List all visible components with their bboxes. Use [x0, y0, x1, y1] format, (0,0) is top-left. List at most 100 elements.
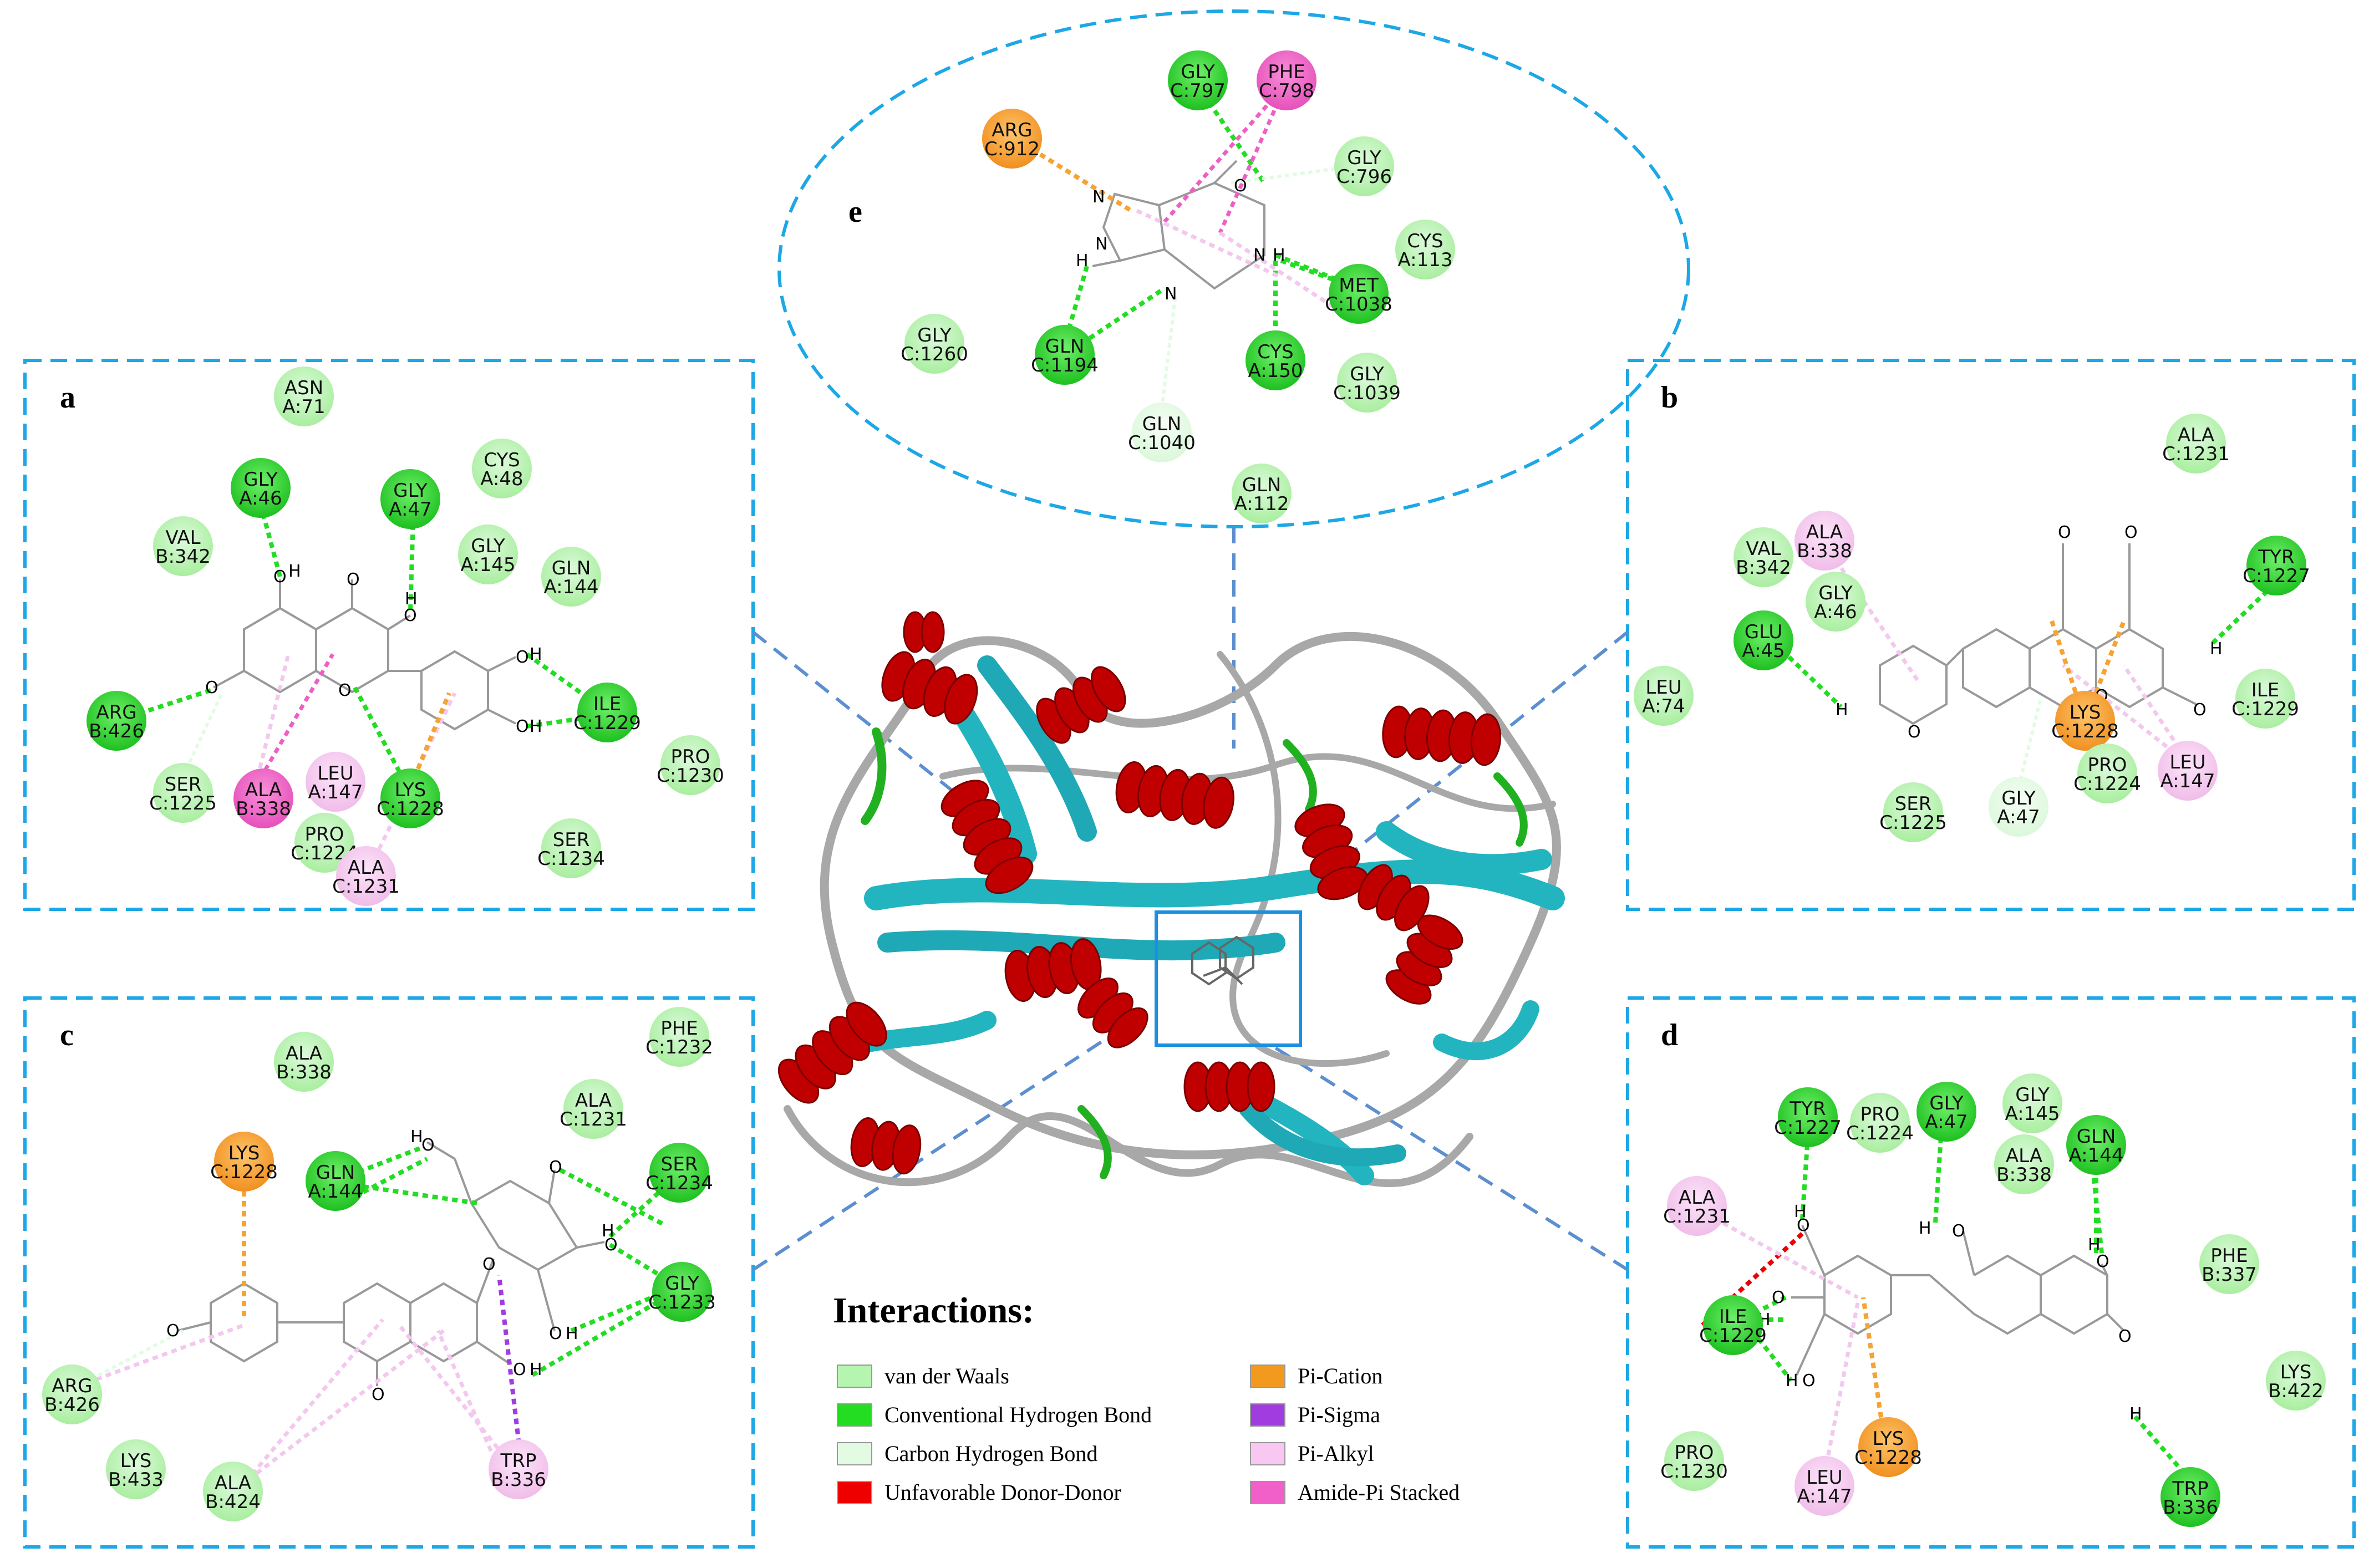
residue-id: A:113 [1397, 249, 1452, 271]
residue-name: CYS [1407, 230, 1443, 252]
atom-label: H [2129, 1404, 2142, 1424]
atom-label: O [2193, 700, 2207, 720]
residue-id: B:422 [2268, 1380, 2324, 1402]
legend-swatch [837, 1442, 872, 1465]
residue-id: C:1227 [1774, 1117, 1842, 1139]
residue-disc [1168, 50, 1228, 110]
residue-disc [274, 366, 334, 426]
residue-disc [2246, 536, 2306, 595]
residue-disc [1734, 527, 1793, 587]
connector-lines [752, 527, 1629, 1271]
residue-id: B:424 [205, 1491, 261, 1513]
atom-label: O [205, 678, 218, 698]
residue-id: A:71 [282, 396, 325, 418]
residue-id: B:426 [89, 720, 144, 742]
residue-id: B:342 [1736, 557, 1791, 579]
residue-name: GLN [2077, 1126, 2116, 1148]
residue-name: VAL [165, 527, 200, 549]
residue-id: C:1229 [1699, 1325, 1767, 1347]
atom-label: H [2088, 1235, 2101, 1255]
atom-label: H [602, 1221, 614, 1241]
residue-disc [380, 469, 440, 529]
residue-name: SER [165, 773, 202, 796]
residue-disc [2055, 691, 2115, 751]
residue-disc [577, 683, 637, 742]
residue-name: GLY [1350, 363, 1384, 385]
residue-disc [652, 1262, 712, 1322]
residue-disc [1703, 1295, 1763, 1355]
residue-id: C:1260 [901, 343, 968, 365]
residue-name: GLU [1745, 621, 1782, 643]
panel-e-label: e [848, 195, 862, 229]
residue-name: GLY [1181, 61, 1215, 83]
residue-disc [458, 525, 518, 584]
residue-disc [2235, 669, 2295, 729]
residue-name: ILE [1719, 1306, 1747, 1328]
atom-label: O [513, 1360, 526, 1379]
residue-name: ALA [348, 857, 384, 879]
residue-id: A:47 [1925, 1111, 1968, 1133]
residue-id: A:74 [1642, 695, 1685, 717]
residue-name: LYS [120, 1450, 152, 1472]
residue-disc [87, 691, 146, 751]
residue-disc [1795, 511, 1854, 571]
residue-id: A:147 [1797, 1485, 1852, 1508]
legend-label: Pi-Sigma [1298, 1402, 1380, 1427]
residue-disc [1806, 572, 1865, 632]
atom-label: H [288, 562, 301, 581]
residue-name: GLY [393, 480, 428, 502]
residue-name: LYS [2280, 1361, 2312, 1383]
residue-id: C:1230 [657, 765, 724, 787]
legend-item: Conventional Hydrogen Bond [837, 1402, 1152, 1427]
legend-label: Pi-Cation [1298, 1363, 1382, 1388]
residue-name: GLN [316, 1162, 355, 1184]
residue-disc [472, 439, 532, 498]
residue-id: C:1228 [377, 798, 444, 820]
atom-label: O [347, 570, 360, 589]
atom-label: O [404, 606, 417, 625]
residue-disc [380, 768, 440, 828]
residue-name: ALA [215, 1472, 251, 1494]
atom-label: H [410, 1127, 423, 1147]
residue-disc [42, 1365, 102, 1424]
residue-name: TRP [500, 1450, 537, 1472]
residue-id: A:47 [1997, 806, 2040, 828]
residue-id: C:1194 [1031, 354, 1099, 376]
atom-label: N [1092, 187, 1105, 207]
panel-d: O H O H O H H O O H O H d [1661, 1018, 2193, 1482]
residue-id: A:150 [1248, 360, 1303, 382]
residue-name: SER [1895, 793, 1932, 815]
atom-label: N [1165, 284, 1177, 304]
residue-id: C:1233 [648, 1291, 716, 1314]
legend-swatch [1250, 1442, 1285, 1465]
legend: Interactions: van der WaalsConventional … [833, 1290, 1460, 1505]
residue-id: C:797 [1170, 80, 1226, 102]
legend-swatch [1250, 1365, 1285, 1388]
atom-label: N [1095, 235, 1107, 254]
residue-disc [660, 735, 720, 795]
legend-swatch [1250, 1481, 1285, 1504]
legend-item: Pi-Cation [1250, 1363, 1382, 1388]
residue-disc [1989, 777, 2048, 837]
residue-id: C:1229 [2231, 698, 2299, 720]
residue-name: LYS [2070, 701, 2101, 724]
residue-name: CYS [484, 449, 520, 471]
panel-c-label: c [60, 1018, 74, 1052]
